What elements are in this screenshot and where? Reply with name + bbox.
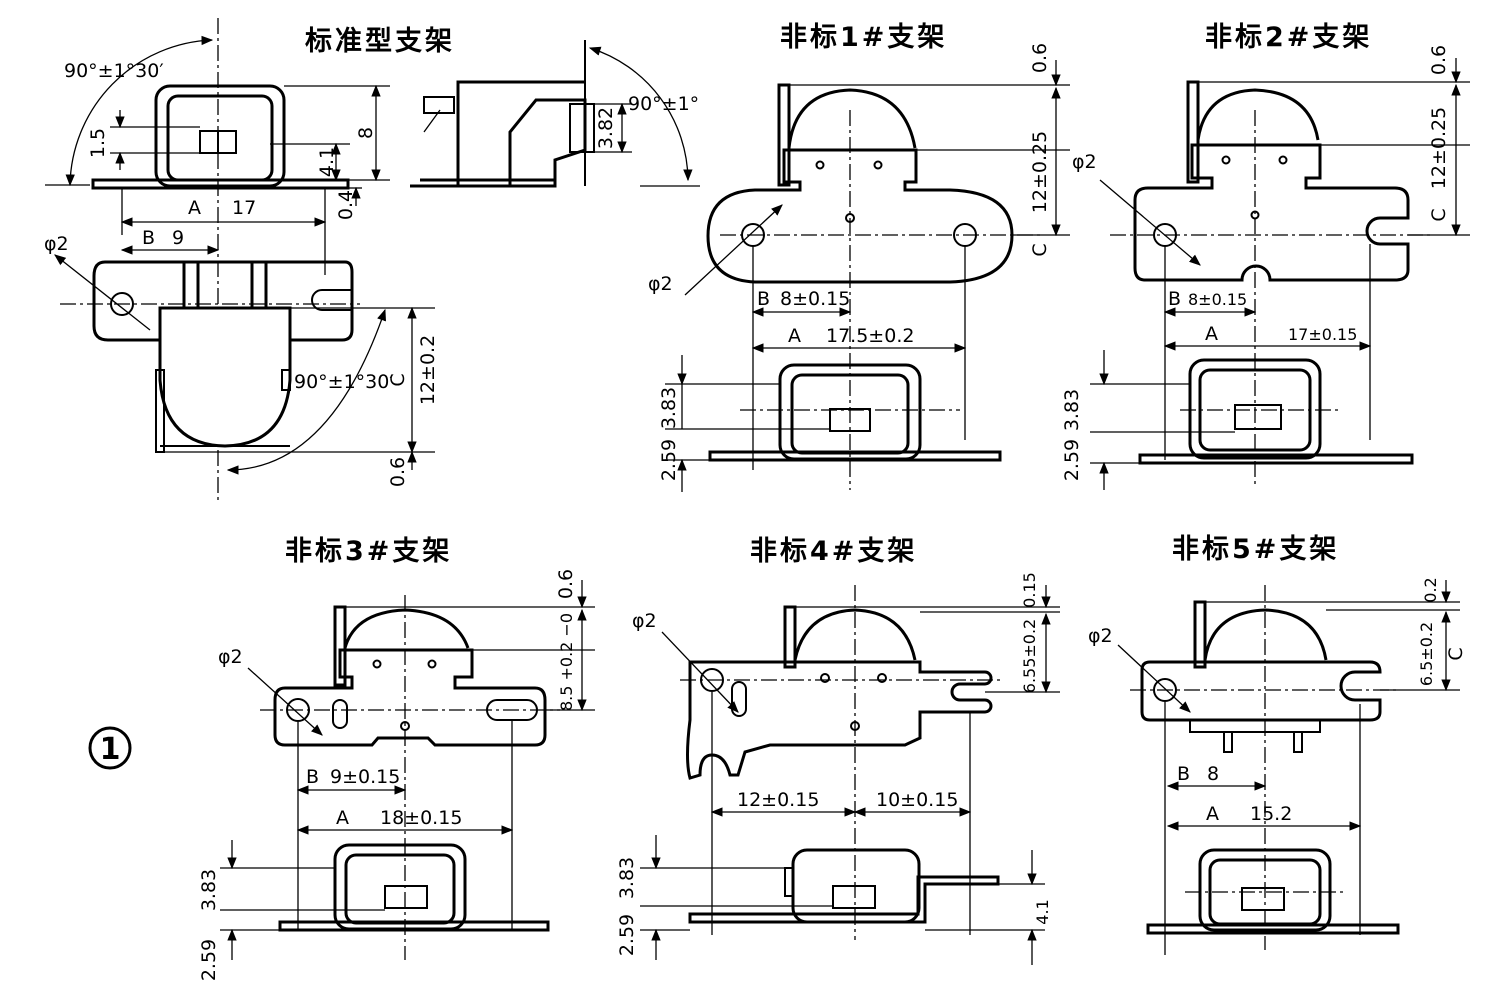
label-standard-a: A (188, 197, 201, 219)
label-ns3-a: A (336, 807, 349, 829)
dim-ns2-3-83: 3.83 (1061, 389, 1083, 431)
standard-side-view: 3.82 90°±1° (410, 40, 700, 188)
label-ns2-a: A (1205, 323, 1218, 345)
dim-ns2-2-59: 2.59 (1061, 439, 1083, 481)
dim-ns2-0-6: 0.6 (1428, 45, 1450, 75)
figure-marker-label: 1 (100, 732, 121, 767)
dim-standard-b: 9 (172, 227, 184, 249)
phi-ns2: φ2 (1072, 151, 1097, 173)
dim-ns5-0-2: 0.2 (1421, 577, 1440, 602)
ns5-bracket: 非标5#支架 φ2 0.2 6.5±0.2 C B 8 A 15.2 (1088, 534, 1467, 955)
ns2-bracket: 非标2#支架 φ2 0.6 12±0.25 C B 8±0.15 A 17±0.… (1061, 22, 1470, 490)
dim-standard-c: 12±0.2 (417, 335, 439, 405)
dim-standard-a: 17 (232, 197, 256, 219)
dim-standard-3-82: 3.82 (595, 107, 617, 149)
label-standard-c: C (387, 373, 409, 386)
label-ns5-b: B (1177, 763, 1190, 785)
label-ns1-b: B (757, 288, 770, 310)
figure-marker: 1 (88, 726, 132, 770)
dim-ns2-c: 12±0.25 (1428, 107, 1450, 189)
dim-ns4-left: 12±0.15 (737, 789, 819, 811)
standard-front-view: 1.5 8 4.1 0.4 90°±1°30′ A 17 (45, 18, 390, 500)
dim-ns4-0-15: 0.15 (1020, 572, 1039, 608)
label-standard-b: B (142, 227, 155, 249)
phi-ns4: φ2 (632, 610, 657, 632)
dim-standard-1-5: 1.5 (87, 128, 109, 158)
dim-ns1-2-59: 2.59 (658, 439, 680, 481)
dim-ns3-c: 8.5 +0.2 −0 (557, 613, 576, 711)
label-ns3-b: B (306, 766, 319, 788)
dim-ns3-0-6: 0.6 (555, 569, 577, 599)
ns1-bracket: 非标1#支架 φ2 0.6 12±0.25 C B 8±0.15 A 17.5±… (648, 22, 1070, 492)
title-standard: 标准型支架 (305, 26, 455, 57)
label-ns1-a: A (788, 325, 801, 347)
dim-ns3-3-83: 3.83 (198, 869, 220, 911)
ns4-bracket: 非标4#支架 φ2 0.15 6.55±0.2 12±0.15 10±0.15 (616, 536, 1060, 965)
dim-ns4-right: 10±0.15 (876, 789, 958, 811)
dim-ns1-c: 12±0.25 (1029, 131, 1051, 213)
dim-ns4-4-1: 4.1 (1033, 899, 1052, 924)
standard-plan-view: B 9 φ2 C 12±0.2 0.6 90°±1°30′ (44, 227, 439, 487)
title-ns4: 非标4#支架 (750, 536, 917, 567)
title-ns2: 非标2#支架 (1205, 22, 1372, 53)
dim-ns4-c: 6.55±0.2 (1020, 619, 1039, 693)
dim-ns4-2-59: 2.59 (616, 914, 638, 956)
dim-ns4-3-83: 3.83 (616, 857, 638, 899)
label-ns5-c: C (1445, 647, 1467, 660)
dim-ns5-a: 15.2 (1250, 803, 1292, 825)
dim-ns1-a: 17.5±0.2 (826, 325, 914, 347)
dim-standard-0-6: 0.6 (387, 457, 409, 487)
dim-ns3-b: 9±0.15 (330, 766, 400, 788)
title-ns3: 非标3#支架 (285, 536, 452, 567)
dim-ns1-b: 8±0.15 (780, 288, 850, 310)
standard-bracket: 标准型支架 1.5 8 4.1 0.4 (44, 18, 700, 500)
phi-ns3: φ2 (218, 646, 243, 668)
label-ns5-a: A (1206, 803, 1219, 825)
title-ns1: 非标1#支架 (780, 22, 947, 53)
phi-standard: φ2 (44, 233, 69, 255)
dim-ns3-2-59: 2.59 (198, 939, 220, 981)
dim-ns5-b: 8 (1207, 763, 1219, 785)
dim-ns2-a: 17±0.15 (1288, 325, 1357, 344)
phi-ns5: φ2 (1088, 625, 1113, 647)
dim-standard-8: 8 (355, 127, 377, 139)
dim-standard-0-4: 0.4 (335, 190, 357, 220)
dim-ns5-c: 6.5±0.2 (1417, 622, 1436, 686)
dim-ns1-0-6: 0.6 (1029, 43, 1051, 73)
title-ns5: 非标5#支架 (1172, 534, 1339, 565)
dim-standard-4-1: 4.1 (316, 147, 338, 177)
angle-standard-bottom: 90°±1°30′ (294, 371, 394, 393)
dim-ns1-3-83: 3.83 (658, 387, 680, 429)
dim-ns3-a: 18±0.15 (380, 807, 462, 829)
angle-standard-top-left: 90°±1°30′ (64, 60, 164, 82)
phi-ns1: φ2 (648, 273, 673, 295)
angle-standard-side: 90°±1° (628, 93, 699, 115)
dim-ns2-b: 8±0.15 (1188, 290, 1247, 309)
label-ns2-b: B (1168, 288, 1181, 310)
label-ns2-c: C (1428, 208, 1450, 221)
label-ns1-c: C (1029, 243, 1051, 256)
ns3-bracket: 非标3#支架 φ2 0.6 8.5 +0.2 −0 B 9±0.15 A 18±… (198, 536, 595, 981)
